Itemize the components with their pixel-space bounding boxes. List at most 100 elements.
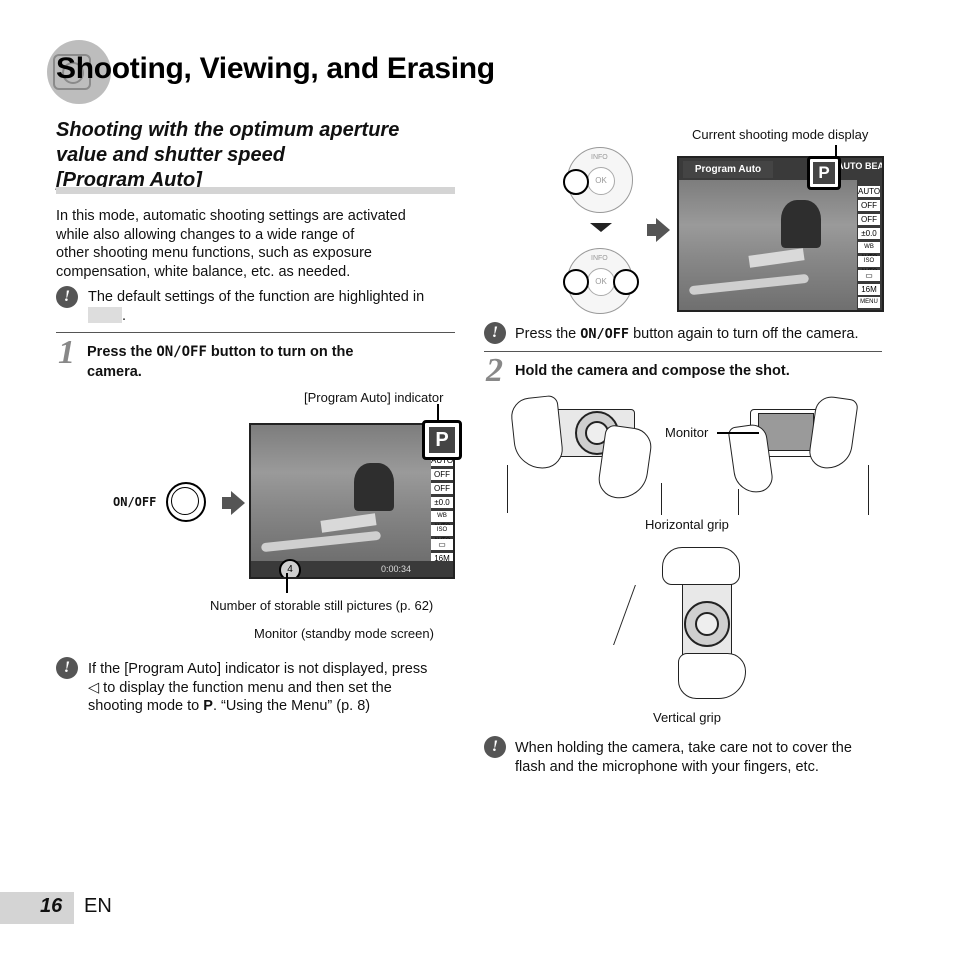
onoff-key-label: ON/OFF [156, 344, 207, 360]
preview-photo [679, 180, 857, 310]
step1-instruction: Press the ON/OFF button to turn on the c… [87, 342, 457, 382]
menu-icon: MENU [858, 297, 880, 308]
vertical-grip-illustration [613, 545, 752, 710]
note-line: If the [Program Auto] indicator is not d… [88, 661, 428, 677]
highlight-left-button [563, 169, 589, 195]
callout-line [437, 404, 439, 422]
step1-text: camera. [87, 364, 142, 380]
step1-text: Press the [87, 344, 157, 360]
label-monitor: Monitor [665, 425, 709, 440]
divider [56, 332, 455, 333]
onoff-button-label: ON/OFF [113, 495, 157, 509]
top-icon: BEA [865, 161, 884, 171]
section-underline [56, 187, 455, 194]
ok-button-label: OK [587, 268, 615, 296]
status-icon: ▭ [858, 270, 880, 281]
label-vertical-grip: Vertical grip [653, 710, 721, 725]
status-icon: OFF [431, 483, 453, 494]
note-line: . “Using the Menu” (p. 8) [212, 698, 371, 714]
caution-icon: ! [56, 286, 78, 308]
callout-line [717, 432, 759, 434]
status-icon: OFF [858, 200, 880, 211]
arrow-right-icon [231, 491, 245, 515]
step-number: 2 [486, 352, 503, 389]
horizontal-grip-back-illustration [727, 394, 878, 517]
arrow-down-icon [590, 223, 612, 232]
onoff-key-label: ON/OFF [580, 326, 630, 342]
intro-paragraph: In this mode, automatic shooting setting… [56, 207, 456, 281]
status-icon: OFF [431, 469, 453, 480]
info-label: INFO [591, 154, 608, 161]
note-line: Press the [515, 326, 581, 342]
highlight-swatch [88, 306, 122, 323]
note-program-indicator: If the [Program Auto] indicator is not d… [88, 660, 458, 716]
status-icon: AUTO [431, 455, 454, 466]
step-number: 1 [58, 334, 75, 371]
arrow-right-icon [647, 224, 657, 236]
intro-line: In this mode, automatic shooting setting… [56, 208, 406, 224]
note-line: to display the function menu and then se… [99, 679, 392, 696]
note-turn-off: Press the ON/OFF button again to turn of… [515, 325, 890, 344]
step2-instruction: Hold the camera and compose the shot. [515, 363, 790, 379]
section-title-line: value and shutter speed [56, 144, 285, 166]
note-grip: When holding the camera, take care not t… [515, 739, 890, 776]
status-icon: AUTO [858, 186, 881, 197]
note-line: When holding the camera, take care not t… [515, 740, 852, 756]
page-number-tab [0, 892, 74, 924]
highlight-left-button [563, 269, 589, 295]
status-icon: ISO AUTO [858, 256, 880, 275]
page-language: EN [84, 895, 112, 917]
status-icon: 16M [431, 553, 453, 564]
section-title-line: [Program Auto] [56, 169, 202, 191]
note-line: shooting mode to [88, 698, 204, 714]
intro-line: other shooting menu functions, such as e… [56, 245, 372, 261]
top-icon: AUTO [837, 161, 863, 171]
caution-icon: ! [484, 322, 506, 344]
step1-text: button to turn on the [206, 344, 354, 360]
caution-icon: ! [484, 736, 506, 758]
caution-icon: ! [56, 657, 78, 679]
note-default-end: . [122, 307, 127, 324]
label-horizontal-grip: Horizontal grip [645, 517, 729, 532]
horizontal-grip-front-illustration [505, 394, 665, 517]
preview-photo [251, 425, 431, 561]
info-label: INFO [591, 255, 608, 262]
current-mode-indicator: P [807, 156, 841, 190]
note-default-text: The default settings of the function are… [88, 289, 425, 305]
note-default: The default settings of the function are… [88, 288, 453, 325]
mode-name-label: Program Auto [683, 161, 773, 178]
left-arrow-icon: ◁ [88, 679, 100, 696]
status-icon: WB AUTO [431, 511, 453, 530]
status-icon: ▭ [431, 539, 453, 550]
intro-line: compensation, white balance, etc. as nee… [56, 263, 351, 280]
callout-program-auto-indicator: [Program Auto] indicator [304, 390, 444, 405]
status-icon: 16M [858, 284, 880, 295]
page-title: Shooting, Viewing, and Erasing [56, 52, 495, 85]
mode-p-glyph: P [203, 698, 213, 714]
callout-current-mode: Current shooting mode display [692, 127, 869, 142]
program-auto-indicator: P [422, 420, 462, 460]
camera-monitor-standby: AUTO OFF OFF ±0.0 WB AUTO ISO AUTO ▭ 16M… [249, 423, 455, 579]
callout-line [835, 145, 837, 159]
recording-time: 0:00:34 [381, 564, 412, 574]
highlight-right-button [613, 269, 639, 295]
arrow-right-icon [222, 497, 232, 509]
ok-button-label: OK [587, 167, 615, 195]
section-title: Shooting with the optimum aperture value… [56, 118, 456, 193]
callout-storable-pictures: Number of storable still pictures (p. 62… [210, 598, 434, 613]
camera-title-icon [47, 40, 111, 104]
status-icon: WB AUTO [858, 242, 880, 261]
note-line: button again to turn off the camera. [629, 326, 859, 342]
camera-monitor-menu: Program Auto AUTO BEA AUTO OFF OFF ±0.0 … [677, 156, 884, 312]
status-icon: ±0.0 [858, 228, 880, 239]
note-line: flash and the microphone with your finge… [515, 758, 819, 775]
mode-letter: P [813, 162, 835, 184]
section-title-line: Shooting with the optimum aperture [56, 119, 400, 141]
onoff-button [166, 482, 206, 522]
status-icon: ISO AUTO [431, 525, 453, 544]
page-number: 16 [40, 895, 63, 917]
arrow-right-icon [656, 218, 670, 242]
callout-monitor-standby: Monitor (standby mode screen) [254, 626, 434, 641]
status-icon: OFF [858, 214, 880, 225]
mode-letter: P [429, 427, 455, 453]
